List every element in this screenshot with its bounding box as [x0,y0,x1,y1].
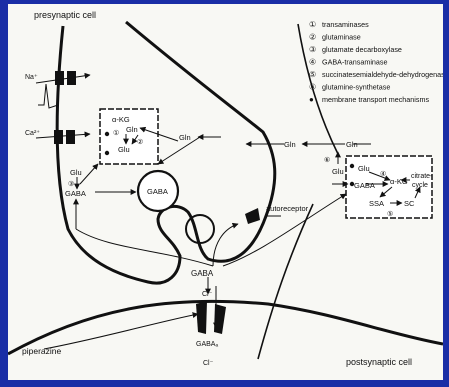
chloride-lower-label: Cl⁻ [203,360,214,367]
mito-right-akg: α-KG [390,177,408,186]
enzyme-3-label: ③ [68,180,74,188]
autoreceptor-icon [245,208,260,224]
legend-marker-6: ⑥ [309,83,316,92]
presynaptic-membrane [57,22,275,283]
gaba-synapse-diagram: ① transaminases ② glutaminase ③ glutamate dec… [8,4,443,380]
legend-text-3: glutamate decarboxylase [322,45,402,54]
action-potential-icon [38,84,58,108]
legend-text-5: succinatesemialdehyde-dehydrogenase [322,70,443,79]
mito-right-n5: ⑤ [387,210,393,218]
gln-label-b: Gln [284,140,296,149]
legend-text-6: glutamine-synthetase [322,83,390,92]
legend-text-1: transaminases [322,20,369,29]
mito-right-citrate: citrate- [411,173,433,180]
legend-marker-3: ③ [309,45,316,54]
mito-left-akg: α-KG [112,115,130,124]
presynaptic-label: presynaptic cell [34,10,96,20]
legend-marker-7: ● [309,95,314,104]
legend-marker-4: ④ [309,58,316,67]
enzyme-6-label: ⑥ [324,156,330,164]
legend-marker-5: ⑤ [309,70,316,79]
legend-text-2: glutaminase [322,33,361,42]
legend-text-4: GABA-transaminase [322,58,388,67]
mito-right-n4: ④ [380,170,386,178]
diagram-panel: ① transaminases ② glutaminase ③ glutamate dec… [8,4,443,380]
legend: ① transaminases ② glutaminase ③ glutamate dec… [309,20,443,104]
glu-right-label: Glu [332,167,344,176]
gaba-a-receptor-icon [196,301,226,334]
legend-text-7: membrane transport mechanisms [322,95,429,104]
fusing-vesicle [186,215,214,243]
glu-left-label: Glu [70,168,82,177]
gln-label-a: Gln [179,133,191,142]
legend-marker-1: ① [309,20,316,29]
postsynaptic-label: postsynaptic cell [346,357,412,367]
glial-membrane-lower [258,204,313,359]
gln-label-c: Gln [346,140,358,149]
chloride-upper-label: Cl⁻ [202,291,213,298]
mito-left-n2: ② [137,138,143,146]
autoreceptor-label: autoreceptor [266,204,309,213]
gaba-cleft-label: GABA [191,269,214,278]
legend-marker-2: ② [309,33,316,42]
mito-right-ssa: SSA [369,199,384,208]
gaba-left-label: GABA [65,189,86,198]
mito-left-gln: Gln [126,125,138,134]
calcium-channel-icon [54,130,75,144]
mito-left-glu: Glu [118,145,130,154]
mito-right-glu: Glu [358,164,370,173]
gaba-a-label: GABAₐ [196,341,218,348]
gaba-vesicle-label: GABA [147,187,168,196]
sodium-label: Na⁺ [25,74,38,81]
mito-right-cycle: cycle [412,182,428,189]
calcium-label: Ca²⁺ [25,130,40,137]
mito-left-n1: ① [113,129,119,137]
mito-right-gaba: GABA [354,181,375,190]
piperazine-label: piperazine [22,346,61,356]
mito-right-sc: SC [404,199,415,208]
